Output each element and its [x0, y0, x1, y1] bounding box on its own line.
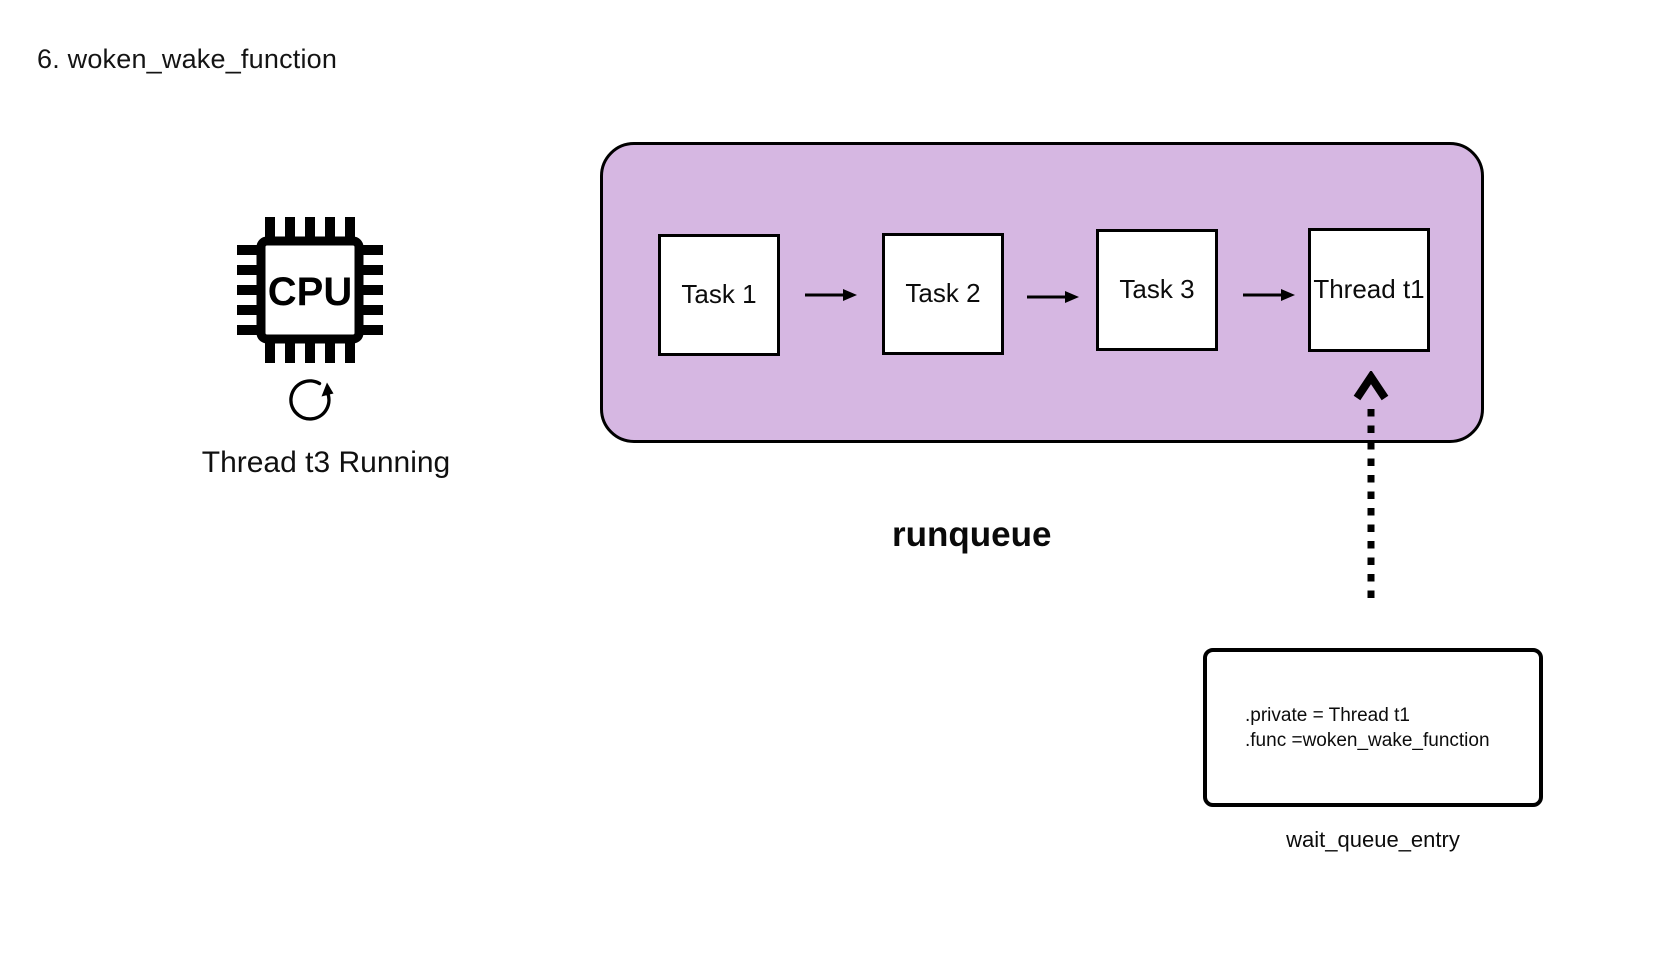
wait-queue-entry-label: wait_queue_entry [1286, 827, 1460, 852]
cpu-chip-label: CPU [268, 270, 352, 314]
arrow-right-icon [805, 289, 857, 301]
cpu-chip-icon: CPU [237, 217, 383, 363]
dotted-arrow-up-icon [1353, 371, 1389, 602]
wait-queue-field-func: .func =woken_wake_function [1245, 729, 1490, 751]
runqueue-label: runqueue [892, 515, 1052, 554]
arrow-right-icon [1243, 289, 1295, 301]
wait-queue-field-private: .private = Thread t1 [1245, 704, 1410, 726]
runqueue-container: Task 1 Task 2 Task 3 Thread t1 [600, 142, 1484, 443]
wait-queue-entry-box: .private = Thread t1 .func =woken_wake_f… [1203, 648, 1543, 807]
task-node-3: Task 3 [1096, 229, 1218, 351]
thread-t1-node: Thread t1 [1308, 228, 1430, 352]
task-node-1: Task 1 [658, 234, 780, 356]
thread-running-label: Thread t3 Running [201, 446, 451, 479]
page-title: 6. woken_wake_function [37, 44, 338, 74]
rotate-running-icon [289, 379, 334, 421]
task-node-2: Task 2 [882, 233, 1004, 355]
arrow-right-icon [1027, 291, 1079, 303]
